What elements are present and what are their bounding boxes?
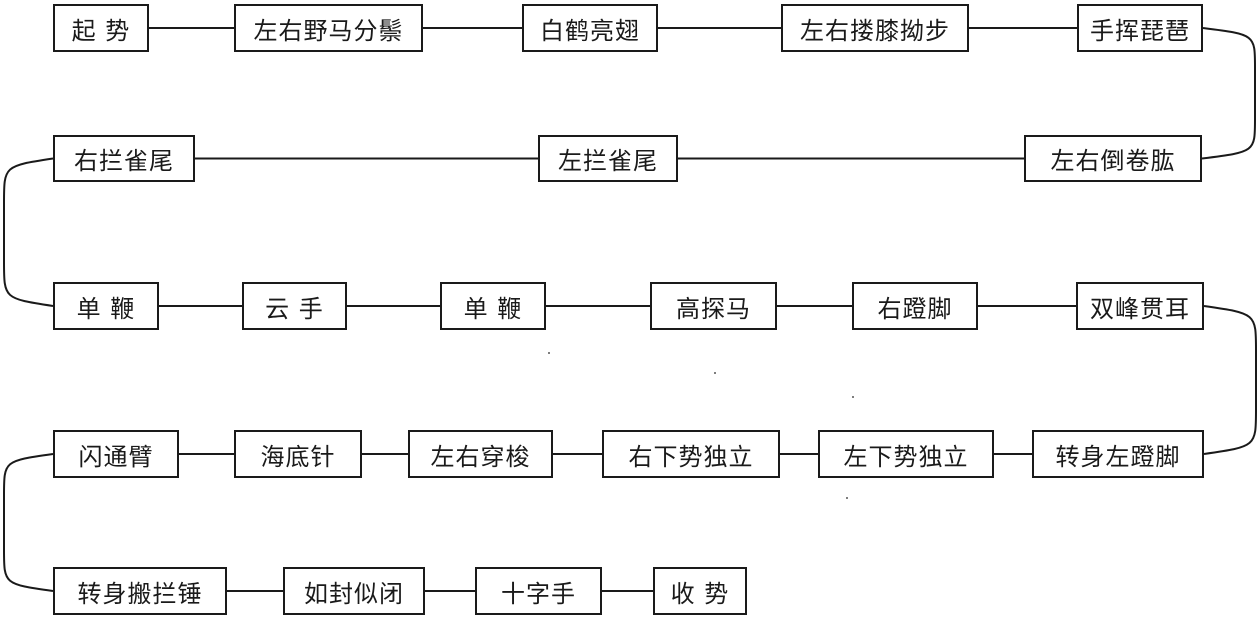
scan-speck xyxy=(548,352,550,354)
connector-line xyxy=(3,453,54,592)
step-box: 海底针 xyxy=(234,430,362,478)
step-box: 手挥琵琶 xyxy=(1077,4,1203,52)
connector-line xyxy=(1201,27,1256,160)
step-box: 云 手 xyxy=(242,282,347,330)
connector-line xyxy=(1203,305,1257,455)
step-box: 左下势独立 xyxy=(818,430,994,478)
step-box: 十字手 xyxy=(475,567,602,615)
step-box: 右下势独立 xyxy=(602,430,780,478)
step-box: 左右野马分鬃 xyxy=(234,4,423,52)
step-box: 左右穿梭 xyxy=(408,430,553,478)
step-box: 右蹬脚 xyxy=(852,282,978,330)
scan-speck xyxy=(714,372,716,374)
step-box: 起 势 xyxy=(53,4,149,52)
step-box: 左右倒卷肱 xyxy=(1024,135,1202,182)
step-box: 白鹤亮翅 xyxy=(522,4,658,52)
step-box: 双峰贯耳 xyxy=(1076,282,1204,330)
step-box: 转身搬拦锤 xyxy=(53,567,227,615)
step-box: 单 鞭 xyxy=(53,282,159,330)
step-box: 单 鞭 xyxy=(440,282,546,330)
step-box: 左拦雀尾 xyxy=(538,135,678,182)
scan-speck xyxy=(852,396,854,398)
connector-line xyxy=(3,157,54,307)
step-box: 高探马 xyxy=(650,282,777,330)
step-box: 如封似闭 xyxy=(283,567,425,615)
step-box: 转身左蹬脚 xyxy=(1032,430,1204,478)
step-box: 左右搂膝拗步 xyxy=(781,4,969,52)
step-box: 收 势 xyxy=(653,567,747,615)
step-box: 闪通臂 xyxy=(53,430,179,478)
scan-speck xyxy=(846,497,848,499)
step-box: 右拦雀尾 xyxy=(53,135,195,182)
